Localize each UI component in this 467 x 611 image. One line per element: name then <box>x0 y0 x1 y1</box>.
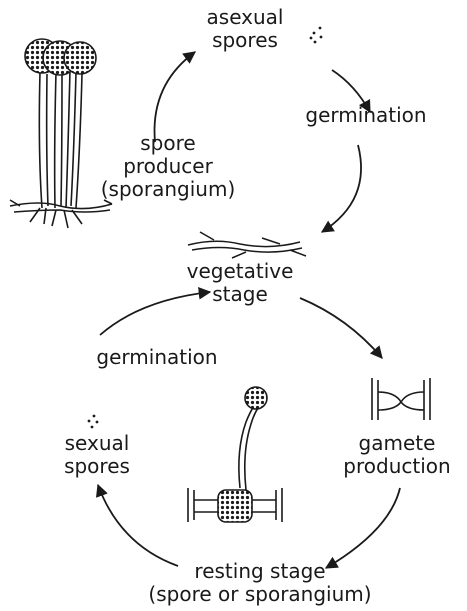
asexual-spores-label: asexual spores <box>190 6 300 52</box>
arrow-resting-to-sexual-spores <box>98 485 178 566</box>
arrow-vegetative-to-gamete <box>300 298 382 358</box>
resting-stage-drawing <box>188 387 282 522</box>
sexual-spore-dots <box>88 415 99 429</box>
spore-producer-label: spore producer (sporangium) <box>88 132 248 201</box>
germination-top-label: germination <box>276 104 456 127</box>
gamete-production-label: gamete production <box>330 432 464 478</box>
arrow-gamete-to-resting <box>326 488 400 568</box>
sexual-spores-label: sexual spores <box>42 432 152 478</box>
arrow-germination-to-vegetative <box>322 145 361 232</box>
gamete-hyphae-drawing <box>372 378 430 420</box>
vegetative-hyphae-drawing <box>188 232 306 258</box>
arrow-producer-to-spores <box>155 52 196 142</box>
germination-bottom-label: germination <box>72 346 242 369</box>
resting-stage-label: resting stage (spore or sporangium) <box>100 560 420 606</box>
vegetative-stage-label: vegetative stage <box>165 260 315 306</box>
asexual-spore-dots <box>310 27 323 44</box>
